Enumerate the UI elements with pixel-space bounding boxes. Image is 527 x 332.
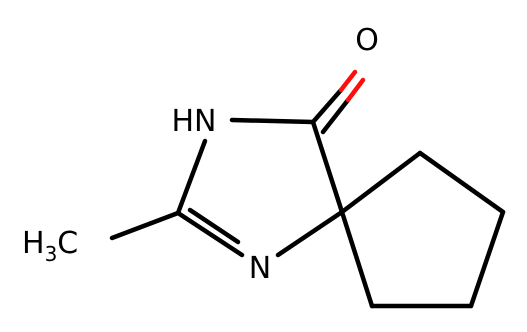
bond-c4-c5 [310,119,345,215]
methyl-c: C [57,226,78,261]
bond-c9-c5 [339,209,375,309]
bond-c4-o-1b [338,69,358,93]
bond-c5-c6 [339,150,423,215]
bond-c2-n1-b [187,207,241,245]
bonds [109,69,506,309]
bond-c4-o-2b [345,77,366,103]
bond-c4-o-1 [310,87,344,125]
methyl-h: H [22,226,45,261]
bond-c4-o-2 [320,97,351,135]
bond-n3-c4 [229,117,316,125]
atom-label-n: N [249,251,271,286]
methyl-subscript: 3 [45,242,58,266]
bond-c2-n1 [175,210,245,258]
bond-n3-c2 [175,138,208,216]
bond-c6-c7 [417,150,506,215]
bond-n1-c5 [275,209,345,258]
bond-c7-c8 [468,209,506,309]
bond-methyl-c2 [109,210,181,241]
atom-label-methyl: H3C [22,226,78,266]
atom-label-oxygen: O [355,23,379,58]
atom-label-nh: HN [172,104,217,139]
atom-labels: O HN N H3C [22,23,379,286]
